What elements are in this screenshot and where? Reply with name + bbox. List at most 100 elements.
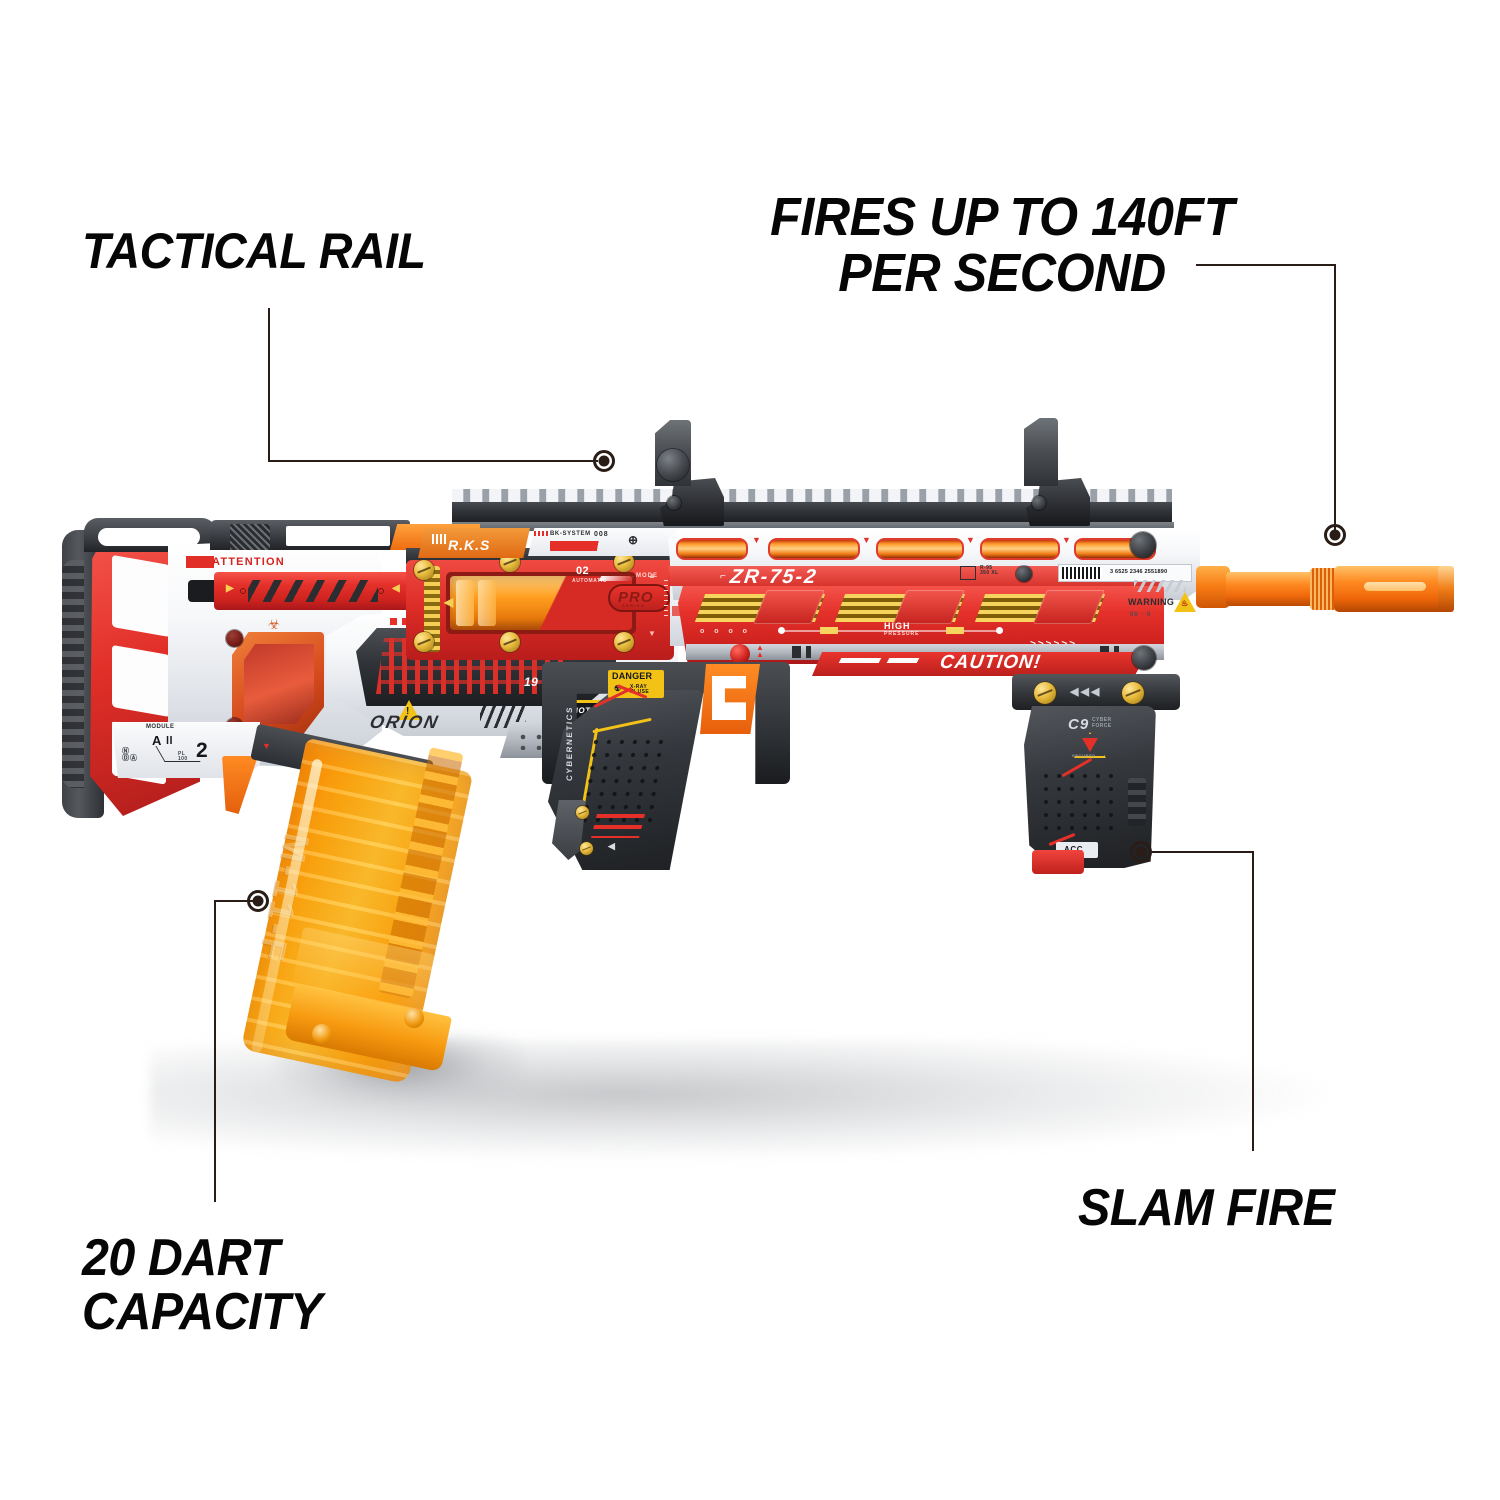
handguard-screw-front — [1132, 646, 1156, 670]
receiver-mode-line — [598, 576, 636, 581]
receiver-warning-exclaim: ! — [406, 706, 410, 717]
handguard-barcode-bars — [1062, 567, 1102, 579]
caution-bar — [812, 652, 1148, 676]
callout-dot-dart-capacity — [247, 890, 269, 912]
pro-badge — [608, 584, 670, 612]
handguard-red-stripe — [668, 566, 1168, 586]
top-rail-teeth-strip — [452, 489, 1172, 502]
caution-slash-2 — [886, 658, 920, 663]
grip-screw-upper — [576, 806, 589, 819]
center-screw-tl — [414, 560, 434, 580]
handguard-up-arrows: ▲▲ — [756, 643, 765, 659]
callout-dot-tactical-rail — [593, 450, 615, 472]
muzzle-vent-slot — [1364, 582, 1426, 591]
caution-slash-1 — [838, 658, 882, 663]
pro-badge-sub: SERIES — [622, 603, 646, 608]
foregrip-screw-left — [1034, 682, 1056, 704]
center-screw-bm — [500, 632, 520, 652]
warning-code: 00 · 0 — [1130, 612, 1152, 618]
rks-badge-label: R.K.S — [448, 537, 491, 553]
bk-system-label: BK-SYSTEM — [550, 531, 591, 537]
callout-label-fires-speed: FIRES UP TO 140FT PER SECOND — [770, 187, 1234, 303]
bolt-cover-arrow-right: ◀ — [392, 583, 401, 594]
warning-label: WARNING — [1128, 597, 1175, 607]
stock-attention-bar — [186, 556, 314, 568]
receiver-tag-19: 19 — [524, 675, 539, 689]
foregrip-arrows: ◀◀◀ — [1070, 686, 1102, 698]
handguard-box-icon — [960, 566, 976, 580]
ammo-window-dart-1 — [456, 580, 474, 626]
callout-dot-fires-speed — [1324, 524, 1346, 546]
pressure-gauge-chip-1 — [820, 627, 838, 634]
receiver-mode-label: MODE — [636, 573, 658, 579]
bk-system-code: 008 — [594, 531, 609, 538]
vent-marker-2: ▼ — [862, 535, 872, 545]
receiver-tick-scale — [664, 580, 668, 618]
bolt-cover-dot-r — [378, 588, 384, 594]
rks-bar-icon — [432, 534, 446, 544]
leader-tactical-vertical — [268, 308, 270, 462]
foregrip-acc-label: ACC — [1064, 846, 1083, 854]
callout-label-slam-fire: SLAM FIRE — [1078, 1179, 1335, 1237]
receiver-tri-down: ▼ — [648, 629, 657, 638]
bolt-cover-dot-l — [240, 588, 246, 594]
stock-attention-label: ATTENTION — [212, 556, 285, 568]
bolt-cover-arrow-left: ▶ — [226, 583, 235, 594]
handguard-dots: o o o o — [700, 628, 751, 635]
leader-slam-horizontal — [1152, 851, 1254, 853]
high-pressure-label-2: PRESSURE — [884, 631, 920, 637]
rail-lower-lip — [452, 522, 1174, 531]
leader-slam-vertical — [1252, 851, 1254, 1151]
bk-system-redbar — [534, 531, 548, 536]
grip-radiation-icon: ☢ — [614, 684, 622, 693]
front-sight-pin — [1032, 496, 1046, 510]
foregrip-c9-sub: CYBER FORCE — [1092, 717, 1112, 729]
vent-marker-1: ▼ — [752, 535, 762, 545]
warning-flame-icon: ♨ — [1181, 599, 1189, 608]
charge-handle-window — [286, 526, 390, 546]
receiver-tri-up: ▲ — [648, 571, 657, 580]
leader-capacity-horizontal — [214, 900, 256, 902]
stock-mode-bars: ll — [166, 735, 173, 747]
foregrip-triangle-code: SECURED — [1072, 753, 1096, 758]
handguard-vent-3 — [876, 538, 964, 560]
stock-mode-letter: A — [152, 733, 162, 748]
receiver-mode-02: 02 — [576, 565, 590, 577]
handguard-model-label: ZR-75-2 — [728, 566, 819, 588]
pressure-gauge-dot-l — [778, 627, 785, 634]
handguard-vent-4 — [980, 538, 1060, 560]
handguard-barcode-number: 3 6525 2346 2551890 — [1110, 569, 1168, 575]
callout-label-dart-capacity: 20 DART CAPACITY — [82, 1229, 322, 1341]
rear-sight-pin — [667, 496, 681, 510]
foregrip-side-grooves — [1128, 778, 1146, 826]
grip-bottom-arrow: ◀ — [608, 841, 616, 851]
stock-screw-top — [226, 630, 243, 647]
stock-handle-hole — [98, 528, 200, 546]
center-screw-bl — [414, 632, 434, 652]
grip-red-stripes — [591, 814, 645, 838]
buttpad-ridges — [62, 560, 84, 788]
barrel-knurled-ring — [1310, 568, 1338, 610]
pro-badge-label: PRO — [618, 589, 654, 606]
receiver-brand-orion: ORION — [367, 712, 442, 732]
charge-handle-grip-texture — [230, 524, 270, 550]
vent-marker-3: ▼ — [966, 535, 976, 545]
handguard-rail-notch-1 — [792, 646, 801, 658]
foregrip-texture-dots — [1042, 772, 1122, 838]
center-band-arrow: ◀ — [444, 595, 454, 609]
grip-cybernetics-label: CYBERNETICS — [565, 705, 574, 782]
caution-label: CAUTION! — [938, 652, 1043, 673]
leader-capacity-vertical — [214, 900, 216, 1202]
pressure-gauge-dot-r — [996, 627, 1003, 634]
grip-danger-label: DANGER — [612, 671, 653, 681]
handguard-small-screw — [1016, 566, 1032, 582]
bk-system-accent — [550, 541, 632, 551]
callout-dot-slam-fire — [1130, 841, 1152, 863]
stock-cutout-2 — [112, 644, 170, 718]
center-gold-striped-band — [424, 566, 440, 652]
grip-screw-lower — [580, 842, 593, 855]
